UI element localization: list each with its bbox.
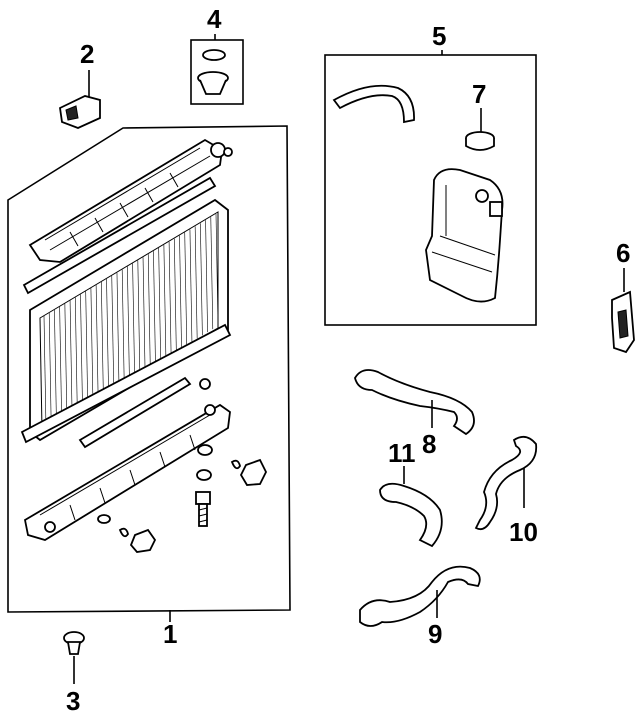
core-fin-line <box>80 294 83 407</box>
o-ring <box>97 514 111 524</box>
core-fin-line <box>215 213 219 327</box>
push-clip <box>63 631 85 655</box>
core-fin-line <box>111 275 115 388</box>
core-fin-line <box>90 288 94 401</box>
core-fin-line <box>163 244 167 357</box>
callout-11: 11 <box>388 438 416 468</box>
core-fin-line <box>168 241 172 354</box>
radiator-assembly-frame <box>7 125 291 613</box>
callout-7: 7 <box>472 79 486 109</box>
core-fin-line <box>142 257 146 370</box>
reservoir-bracket <box>611 290 635 354</box>
radiator-lower-tank <box>23 403 231 541</box>
core-fin-line <box>69 300 73 413</box>
core-fin-line <box>147 254 151 367</box>
core-fin-line <box>184 232 188 345</box>
o-ring <box>204 404 216 416</box>
clip <box>230 459 241 470</box>
reservoir-hose <box>332 84 415 124</box>
callout-5: 5 <box>432 21 446 51</box>
core-fin-line <box>106 278 109 391</box>
coolant-reservoir <box>425 168 504 303</box>
heater-hose <box>474 435 538 531</box>
core-fin-line <box>153 251 156 364</box>
nut <box>239 458 268 486</box>
core-fin-line <box>95 285 99 398</box>
bolt <box>195 491 211 527</box>
core-fin-line <box>158 247 161 361</box>
o-ring <box>197 444 213 456</box>
lower-seal-strip <box>20 323 232 444</box>
core-fin-line <box>200 223 203 336</box>
core-fin-line <box>189 229 193 342</box>
core-fin-line <box>64 303 68 416</box>
core-fin-line <box>54 309 57 422</box>
callout-8: 8 <box>422 429 436 459</box>
core-fin-line <box>179 235 182 348</box>
core-fin-line <box>48 312 52 425</box>
core-fin-line <box>127 266 130 379</box>
upper-radiator-hose <box>354 369 475 436</box>
radiator-upper-tank <box>28 138 233 263</box>
core-fin-line <box>174 238 177 351</box>
reservoir-cap <box>465 131 495 151</box>
core-fin-line <box>194 226 198 339</box>
core-fin-line <box>116 272 120 385</box>
bypass-hose <box>379 482 443 548</box>
mount-bracket <box>59 95 101 129</box>
radiator-cap <box>197 49 229 95</box>
upper-seal-strip <box>22 176 217 295</box>
lower-radiator-hose <box>359 565 481 627</box>
core-fin-line <box>210 217 214 330</box>
radiator-cap-frame <box>190 39 244 105</box>
core-fin-line <box>121 269 125 382</box>
callout-4: 4 <box>207 4 222 34</box>
core-fin-line <box>43 315 47 429</box>
callout-1: 1 <box>163 619 177 649</box>
callout-9: 9 <box>428 619 442 649</box>
core-fin-line <box>205 220 208 333</box>
callout-3: 3 <box>66 686 80 716</box>
drain-nut <box>129 528 157 553</box>
lower-pipe <box>78 376 192 449</box>
clip <box>118 527 129 538</box>
core-fin-line <box>74 297 78 410</box>
o-ring <box>199 378 211 390</box>
core-fin-line <box>59 306 62 419</box>
callout-10: 10 <box>509 517 538 547</box>
core-fin-line <box>137 260 141 373</box>
reservoir-group-frame <box>324 54 537 326</box>
core-fin-line <box>101 281 104 395</box>
callout-6: 6 <box>616 238 630 268</box>
core-fin-line <box>132 263 135 376</box>
o-ring <box>196 469 212 481</box>
core-fin-line <box>85 291 88 404</box>
callout-2: 2 <box>80 39 94 69</box>
